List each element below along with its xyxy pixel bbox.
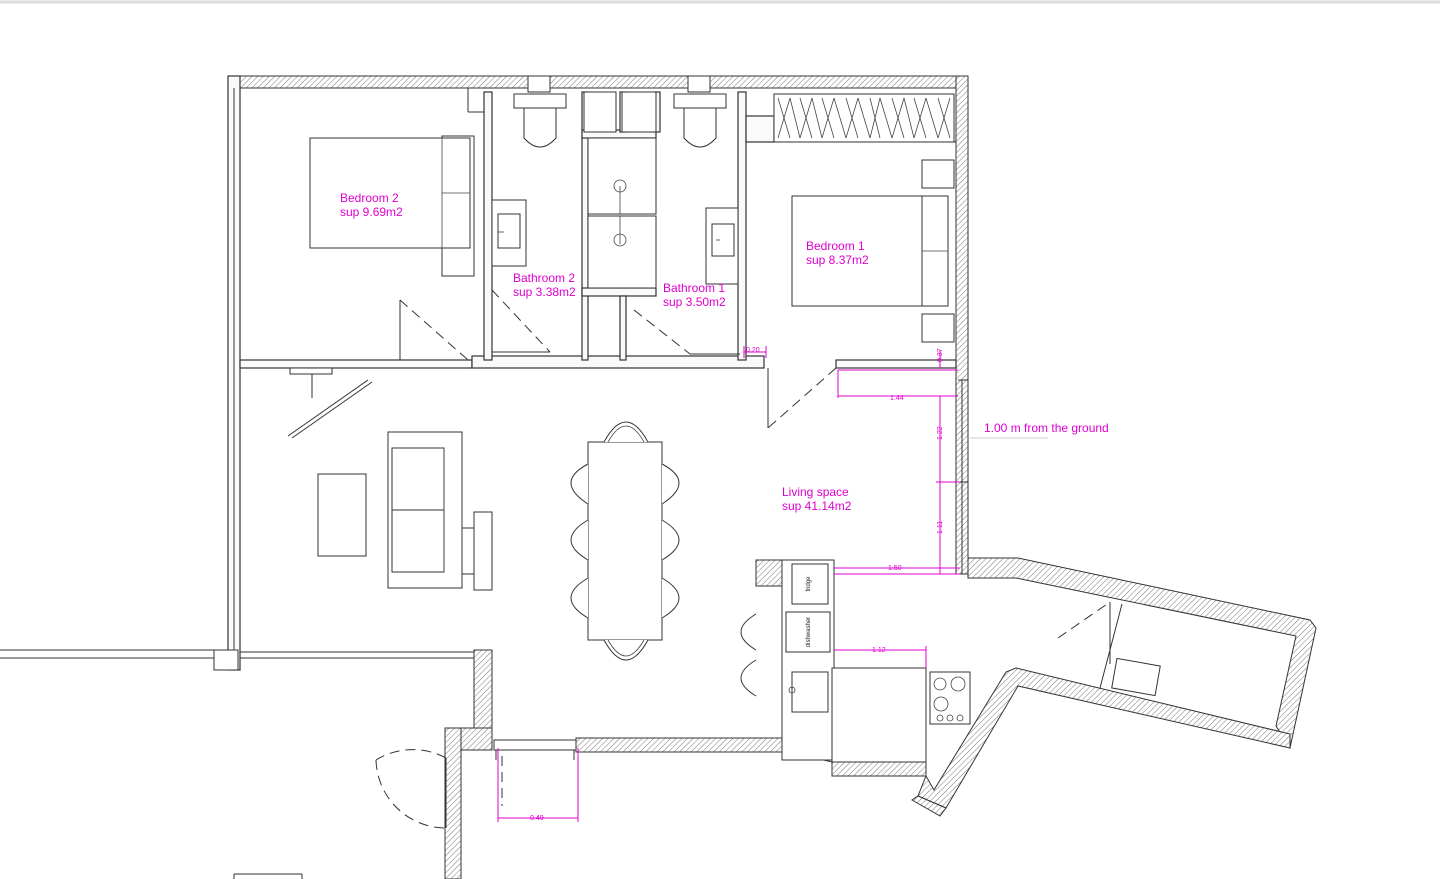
dim-111: 1.11 [937, 521, 944, 534]
living-name: Living space [782, 485, 849, 499]
living-area: sup 41.14m2 [782, 499, 852, 513]
bathroom2-fixtures [491, 93, 567, 267]
extension-room [1099, 603, 1161, 697]
height-note: 1.00 m from the ground [984, 421, 1109, 435]
interior-walls [239, 91, 957, 369]
dishwasher-label: dishwasher [806, 617, 812, 647]
terrace-and-entrance [0, 649, 577, 879]
dim-049: 0.49 [530, 815, 544, 822]
bathroom1-fixtures [673, 93, 739, 285]
dimension-lines: 0.20 0.37 1.44 1.22 1.11 1.50 1.12 0.49 [497, 346, 1048, 822]
dining-table [570, 421, 757, 697]
bedroom1-area: sup 8.37m2 [806, 253, 869, 267]
bedroom2-area: sup 9.69m2 [340, 205, 403, 219]
door-swings [399, 289, 1111, 664]
dim-112: 1.12 [872, 647, 886, 654]
dim-122: 1.22 [937, 426, 944, 440]
bedroom2-name: Bedroom 2 [340, 191, 399, 205]
bedroom1-furniture [773, 93, 955, 343]
dim-020: 0.20 [746, 347, 760, 354]
bedroom2-furniture [309, 135, 475, 277]
bathroom1-name: Bathroom 1 [663, 281, 725, 295]
living-furniture [287, 367, 493, 591]
dim-150: 1.50 [888, 565, 902, 572]
bedroom1-name: Bedroom 1 [806, 239, 865, 253]
fridge-label: fridge [806, 576, 812, 592]
bathroom2-area: sup 3.38m2 [513, 285, 576, 299]
dim-037: 0.37 [937, 348, 944, 362]
bathroom2-name: Bathroom 2 [513, 271, 575, 285]
top-window-notches [240, 75, 711, 113]
dim-144: 1.44 [890, 395, 904, 402]
room-labels: Bedroom 2 sup 9.69m2 Bathroom 2 sup 3.38… [340, 191, 1109, 513]
kitchen: fridge dishwasher [755, 559, 971, 763]
bathroom1-area: sup 3.50m2 [663, 295, 726, 309]
